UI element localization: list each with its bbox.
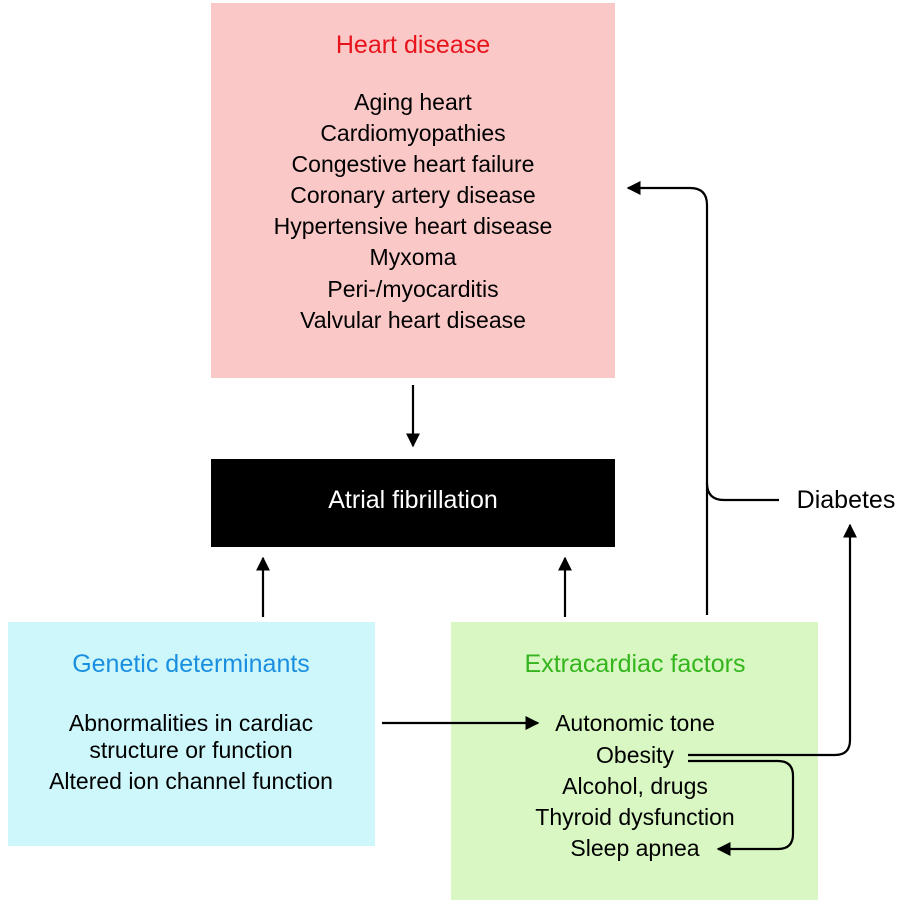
heart-disease-item: Myxoma [369, 244, 457, 270]
arrow-obesity-to-diabetes [688, 523, 857, 757]
heart-disease-item: Peri-/myocarditis [327, 276, 499, 302]
atrial-fibrillation-label: Atrial fibrillation [328, 486, 498, 514]
arrow-extracardiac-to-heart [626, 181, 709, 615]
genetic-determinants-item: Abnormalities in cardiac [68, 710, 314, 736]
diabetes-label: Diabetes [796, 486, 896, 514]
genetic-determinants-item: structure or function [89, 737, 293, 763]
extracardiac-factor-item: Autonomic tone [555, 710, 715, 736]
genetic-determinants-title: Genetic determinants [72, 650, 310, 678]
genetic-determinants-item: Altered ion channel function [49, 768, 333, 794]
heart-disease-box [211, 3, 615, 378]
arrow-obesity-to-sleep-apnea [688, 759, 795, 856]
extracardiac-factors-title: Extracardiac factors [524, 650, 746, 678]
extracardiac-factor-item: Sleep apnea [570, 835, 700, 861]
heart-disease-item: Valvular heart disease [300, 307, 526, 333]
extracardiac-factor-item: Obesity [596, 742, 674, 768]
heart-disease-item: Coronary artery disease [290, 182, 536, 208]
heart-disease-item: Aging heart [354, 89, 472, 115]
heart-disease-item: Hypertensive heart disease [273, 213, 553, 239]
heart-disease-item: Congestive heart failure [291, 151, 535, 177]
extracardiac-factor-item: Thyroid dysfunction [535, 804, 735, 830]
heart-disease-title: Heart disease [335, 31, 491, 59]
line-diabetes-join [705, 482, 779, 502]
atrial-fibrillation-box [211, 459, 615, 547]
heart-disease-item: Cardiomyopathies [320, 120, 506, 146]
extracardiac-factor-item: Alcohol, drugs [562, 773, 708, 799]
genetic-determinants-box [8, 622, 375, 846]
